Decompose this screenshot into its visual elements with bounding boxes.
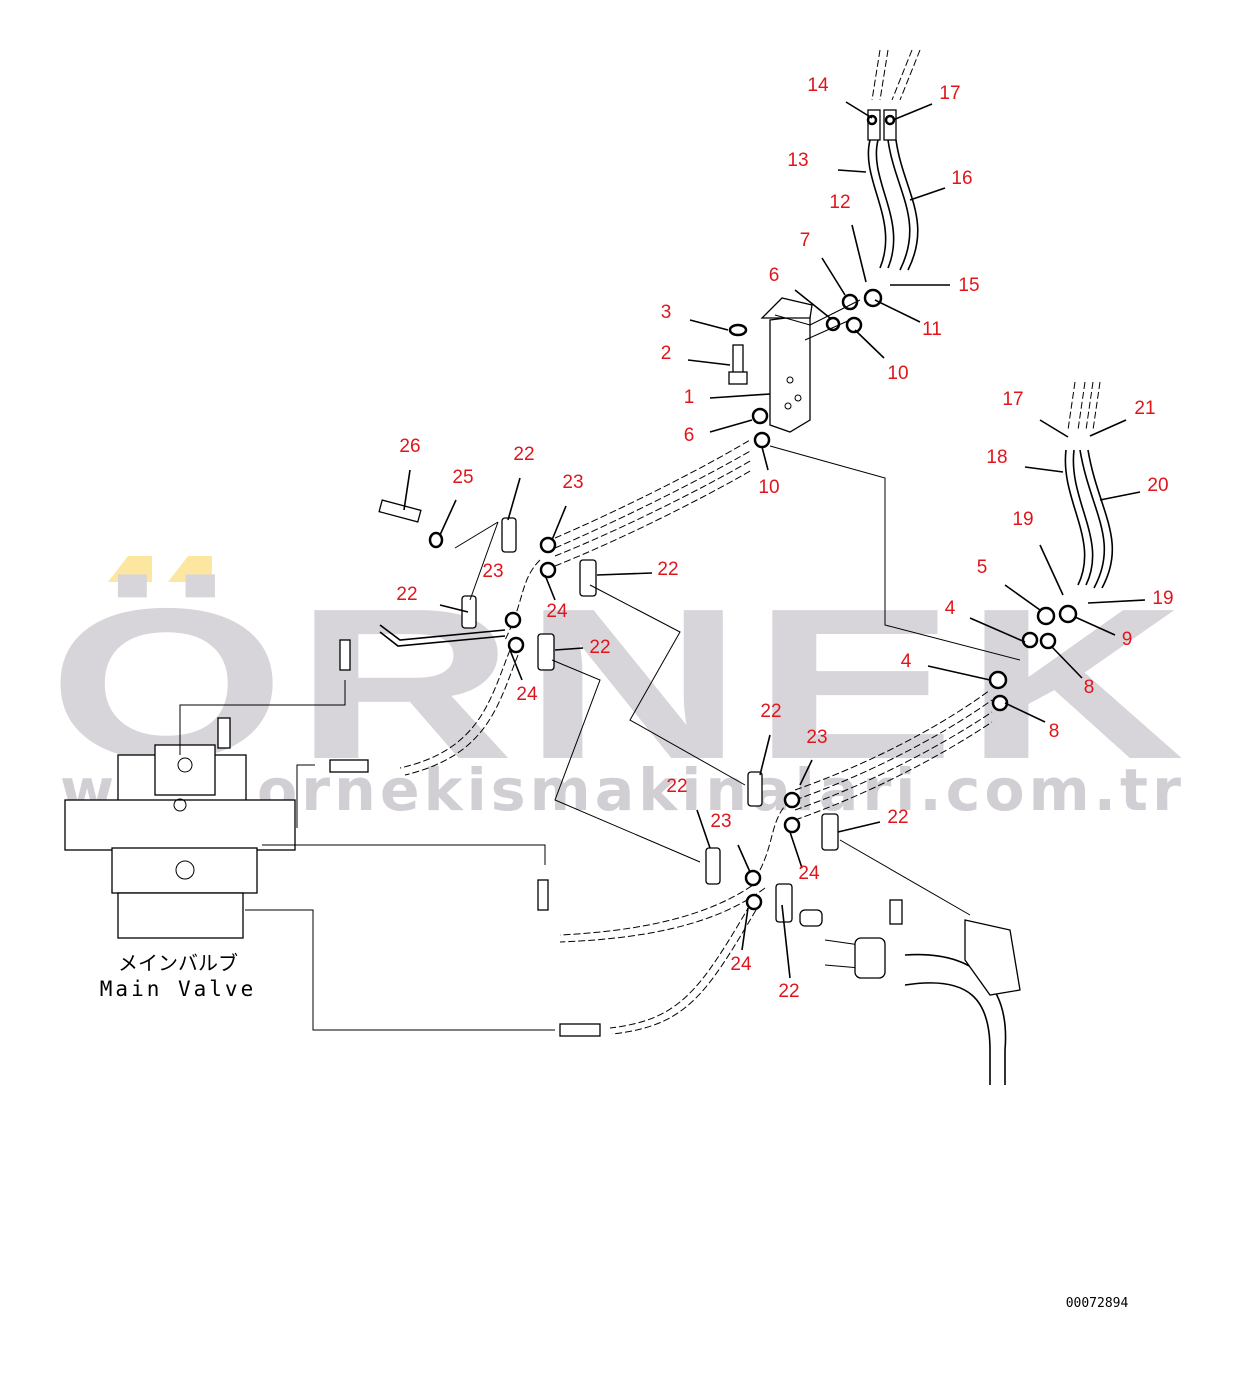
callout-26: 26 — [399, 436, 420, 457]
callout-5: 5 — [977, 557, 988, 578]
callout-23: 23 — [710, 811, 731, 832]
callout-2: 2 — [661, 343, 672, 364]
callout-24: 24 — [798, 863, 820, 884]
callout-9: 9 — [1122, 629, 1133, 650]
callout-22: 22 — [396, 584, 417, 605]
callout-22: 22 — [513, 444, 534, 465]
callout-8: 8 — [1084, 677, 1095, 698]
main-valve-drawing — [64, 639, 601, 1037]
callout-24: 24 — [730, 954, 752, 975]
callout-24: 24 — [516, 684, 538, 705]
callout-4: 4 — [901, 651, 912, 672]
callout-22: 22 — [589, 637, 610, 658]
callout-8: 8 — [1049, 721, 1060, 742]
callout-6: 6 — [684, 425, 695, 446]
callout-23: 23 — [482, 561, 503, 582]
callout-1: 1 — [684, 387, 695, 408]
callout-22: 22 — [760, 701, 781, 722]
hoses-upper — [866, 49, 1114, 589]
watermark-accent — [168, 556, 212, 582]
callout-25: 25 — [452, 467, 473, 488]
callout-11: 11 — [922, 319, 942, 340]
callout-labels: 14 17 13 16 12 7 15 6 11 3 10 2 1 6 10 2… — [396, 75, 1173, 1002]
callout-20: 20 — [1147, 475, 1168, 496]
callout-17: 17 — [1002, 389, 1023, 410]
drawing-number: 00072894 — [1066, 1296, 1129, 1311]
callout-10: 10 — [758, 477, 779, 498]
callout-7: 7 — [800, 230, 811, 251]
callout-17: 17 — [939, 83, 960, 104]
callout-19: 19 — [1152, 588, 1173, 609]
callout-22: 22 — [657, 559, 678, 580]
callout-22: 22 — [887, 807, 908, 828]
callout-4: 4 — [945, 598, 956, 619]
callout-10: 10 — [887, 363, 908, 384]
callout-12: 12 — [829, 192, 850, 213]
callout-22: 22 — [778, 981, 799, 1002]
main-valve-label-en: Main Valve — [100, 977, 256, 1001]
callout-24: 24 — [546, 601, 568, 622]
callout-15: 15 — [958, 275, 979, 296]
hoses-main — [379, 439, 1078, 1035]
callout-22: 22 — [666, 776, 687, 797]
callout-19: 19 — [1012, 509, 1033, 530]
callout-21: 21 — [1134, 398, 1155, 419]
callout-16: 16 — [951, 168, 972, 189]
watermark-accent — [108, 556, 152, 582]
callout-23: 23 — [562, 472, 583, 493]
callout-3: 3 — [661, 302, 672, 323]
callout-6: 6 — [769, 265, 780, 286]
callout-13: 13 — [787, 150, 808, 171]
boom-structure — [799, 839, 1021, 1085]
callout-14: 14 — [807, 75, 829, 96]
leader-lines — [403, 101, 1146, 979]
callout-18: 18 — [986, 447, 1007, 468]
clamps — [378, 499, 839, 923]
main-valve-label-jp: メインバルブ — [118, 951, 238, 975]
bracket — [728, 288, 883, 449]
callout-23: 23 — [806, 727, 827, 748]
